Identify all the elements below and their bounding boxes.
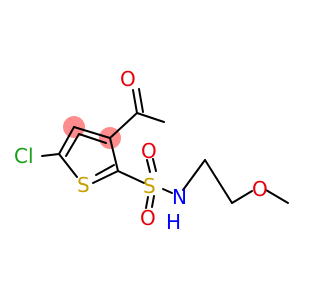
bonds — [41, 88, 289, 209]
bond-c2-s1 — [92, 170, 119, 184]
bond-n-ch2 — [182, 159, 206, 191]
atom-chlorine: Cl — [14, 144, 34, 168]
bond-sulfonyl-o-top-double — [152, 158, 157, 172]
bond-c4-c3 — [73, 126, 111, 139]
bond-c5-c4-double — [65, 133, 80, 157]
bond-carbonyl-o — [132, 89, 138, 114]
atom-sulfonyl-oxygen-top: O — [141, 139, 157, 163]
atom-amide-hydrogen: H — [166, 210, 181, 234]
bond-o-ch3 — [265, 189, 289, 204]
bond-ch2-ch2 — [204, 159, 233, 204]
atom-labels: Cl S S O O N H O O — [14, 67, 268, 234]
bond-c3-carbonyl — [109, 112, 138, 139]
atom-sulfonyl-sulfur: S — [143, 174, 156, 198]
atom-carbonyl-oxygen: O — [120, 67, 136, 91]
chemical-structure: Cl S S O O N H O O — [14, 67, 289, 234]
atom-ether-oxygen: O — [252, 177, 268, 201]
bond-carbonyl-o-double — [138, 88, 144, 113]
bond-carbonyl-methyl — [136, 112, 165, 123]
atom-sulfonyl-oxygen-bottom: O — [140, 206, 156, 230]
bond-s1-c5 — [58, 153, 78, 178]
bond-sulfonyl-n — [162, 188, 173, 194]
bond-c5-cl — [41, 153, 60, 157]
bond-ch2-o — [231, 190, 253, 204]
bond-c2-s1-double — [95, 164, 115, 176]
atom-amide-nitrogen: N — [172, 185, 187, 209]
atom-ring-sulfur: S — [77, 173, 90, 197]
bond-sulfonyl-o-bottom — [145, 196, 149, 209]
bond-c2-sulfonyl — [117, 170, 145, 184]
bond-c4-c3-double — [78, 133, 107, 144]
bond-c3-c2 — [109, 137, 119, 172]
bond-c5-c4 — [58, 126, 75, 155]
bond-sulfonyl-o-top — [146, 159, 151, 173]
bond-sulfonyl-o-bottom-double — [151, 195, 155, 208]
